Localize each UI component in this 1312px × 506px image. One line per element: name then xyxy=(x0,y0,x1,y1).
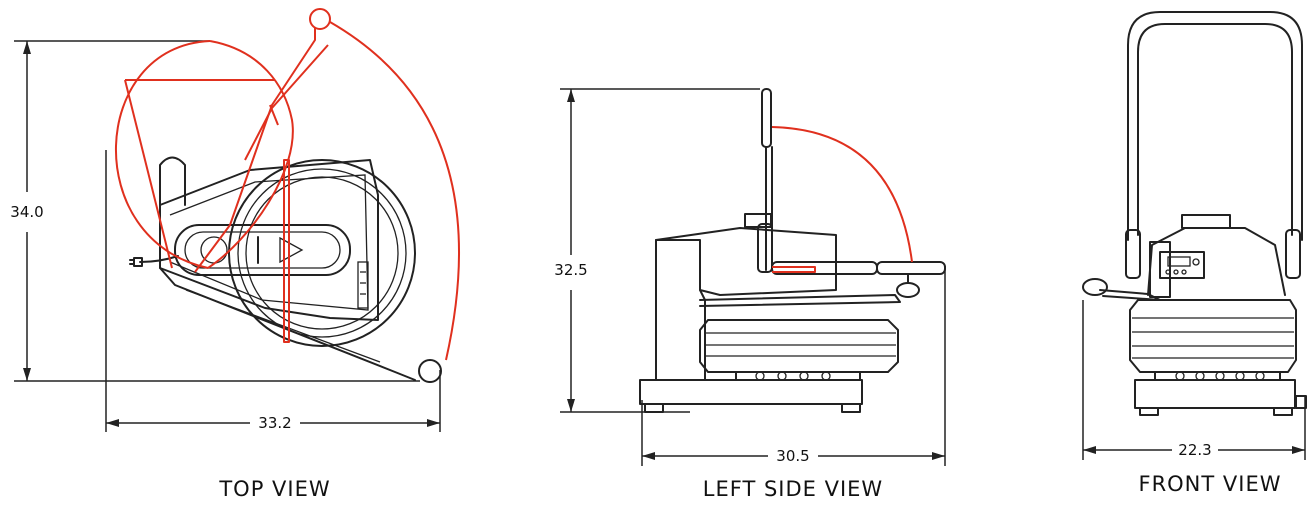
side-view-width-dimension: 30.5 xyxy=(641,268,946,466)
top-view-swing-path xyxy=(115,8,461,361)
front-view-width-label: 22.3 xyxy=(1178,441,1211,459)
top-view-height-dimension: 34.0 xyxy=(10,40,420,382)
side-view-height-dimension: 32.5 xyxy=(554,88,760,413)
side-view-height-label: 32.5 xyxy=(554,261,587,279)
side-view-width-label: 30.5 xyxy=(776,447,809,465)
top-view-height-label: 34.0 xyxy=(10,203,43,221)
front-view: 22.3 xyxy=(1082,11,1307,496)
left-side-view: 32.5 30.5 xyxy=(554,88,946,501)
side-view-caption: LEFT SIDE VIEW xyxy=(703,477,883,501)
side-view-swing-path xyxy=(771,126,913,273)
top-view-width-label: 33.2 xyxy=(258,414,291,432)
top-view: 34.0 33.2 xyxy=(10,8,461,501)
front-view-press-outline xyxy=(1082,11,1307,416)
front-view-caption: FRONT VIEW xyxy=(1138,472,1281,496)
side-view-press-outline xyxy=(639,88,946,413)
top-view-width-dimension: 33.2 xyxy=(105,150,441,432)
top-view-caption: TOP VIEW xyxy=(218,477,330,501)
top-view-press-outline xyxy=(129,156,442,383)
